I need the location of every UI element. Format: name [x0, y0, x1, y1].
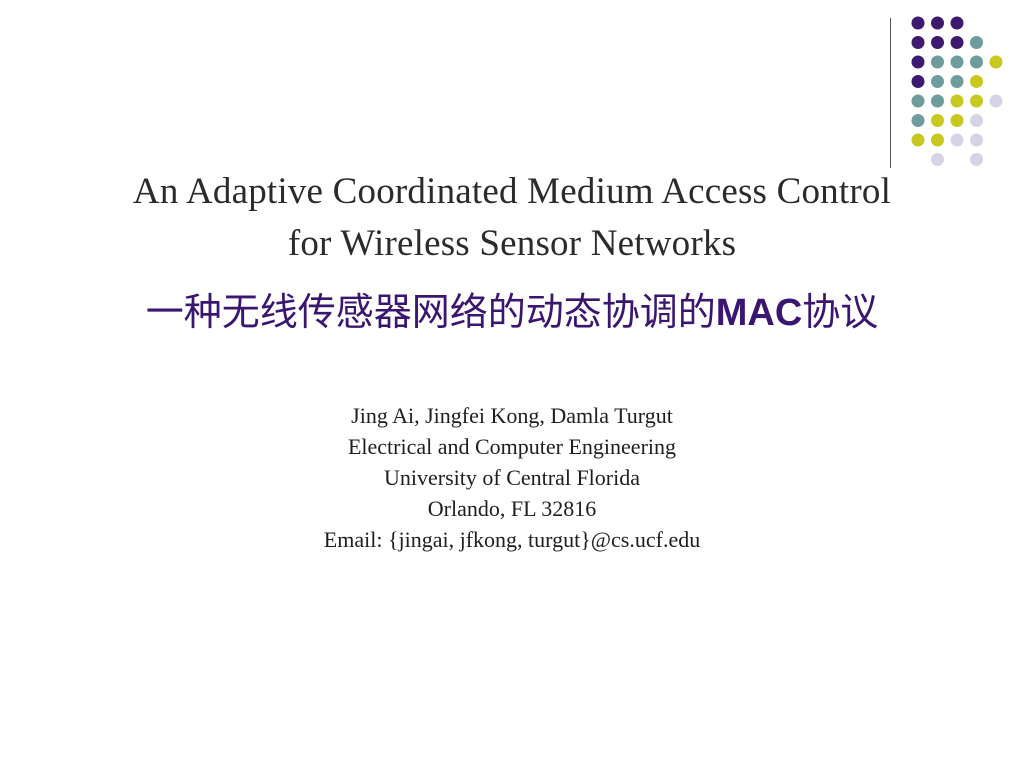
decorative-dot [911, 55, 925, 69]
decorative-dot [911, 16, 925, 30]
decorative-divider-line [890, 18, 891, 168]
decorative-dot-grid [911, 16, 1003, 166]
decorative-dot [970, 133, 983, 147]
chinese-subtitle: 一种无线传感器网络的动态协调的MAC协议 [40, 284, 984, 341]
paper-title-line-2: for Wireless Sensor Networks [287, 223, 737, 264]
decorative-dot [931, 153, 944, 166]
decorative-dot [911, 75, 925, 88]
decorative-dot [970, 36, 983, 49]
author-location: Orlando, FL 32816 [427, 496, 597, 521]
decorative-dot [931, 55, 944, 69]
decorative-dot [931, 133, 944, 147]
decorative-dot [911, 133, 925, 147]
author-names: Jing Ai, Jingfei Kong, Damla Turgut [351, 403, 673, 428]
decorative-dot [989, 94, 1003, 108]
decorative-dot [970, 114, 983, 127]
chinese-subtitle-part-2: 协议 [802, 290, 879, 334]
author-university: University of Central Florida [383, 465, 640, 490]
author-department: Electrical and Computer Engineering [347, 434, 677, 459]
author-block: Jing Ai, Jingfei Kong, Damla Turgut Elec… [212, 400, 812, 555]
decorative-dot [931, 114, 944, 127]
decorative-dot [911, 114, 925, 127]
paper-title-line-1: An Adaptive Coordinated Medium Access Co… [132, 171, 892, 212]
decorative-dot [970, 94, 983, 108]
decorative-dot [931, 94, 944, 108]
decorative-dot [931, 16, 944, 30]
decorative-dot [970, 75, 983, 88]
decorative-dot [931, 75, 944, 88]
decorative-dot [950, 36, 964, 49]
paper-title: An Adaptive Coordinated Medium Access Co… [40, 166, 984, 270]
decorative-dot [950, 114, 964, 127]
decorative-dot [970, 153, 983, 166]
decorative-dot [911, 94, 925, 108]
decorative-dot [950, 94, 964, 108]
chinese-subtitle-mac: MAC [715, 292, 803, 334]
decorative-dot [950, 75, 964, 88]
decorative-dot [970, 55, 983, 69]
decorative-dot [911, 36, 925, 49]
chinese-subtitle-part-1: 一种无线传感器网络的动态协调的 [145, 290, 716, 334]
decorative-dot [989, 55, 1003, 69]
decorative-dot [931, 36, 944, 49]
decorative-dot [950, 16, 964, 30]
decorative-dot [950, 133, 964, 147]
decorative-dot [950, 55, 964, 69]
author-email: Email: {jingai, jfkong, turgut}@cs.ucf.e… [323, 527, 701, 552]
